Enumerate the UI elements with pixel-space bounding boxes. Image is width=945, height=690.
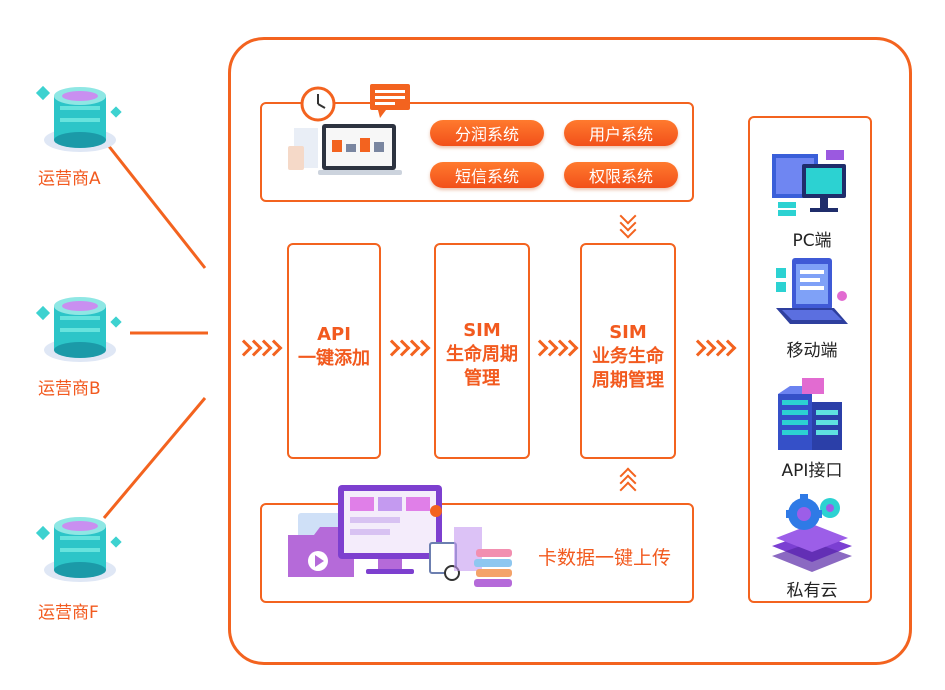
server-cylinder-icon (35, 517, 122, 582)
output-mobile-label: 移动端 (786, 341, 838, 361)
module-sim-business-line3: 周期管理 (592, 370, 664, 391)
system-pill-profit-share: 分润系统 (430, 120, 544, 146)
dashboard-illustration-icon (288, 84, 410, 175)
pc-terminal-icon (772, 150, 846, 216)
module-api-line2: 一键添加 (298, 348, 370, 369)
server-cylinder-icon (35, 297, 122, 362)
chevrons-1-to-2-icon (383, 339, 431, 357)
operator-a-label: 运营商A (38, 169, 101, 189)
top-systems-box: 分润系统 用户系统 短信系统 权限系统 (260, 84, 694, 202)
module-sim-business-line2: 业务生命 (592, 346, 664, 367)
system-pill-permission: 权限系统 (564, 162, 678, 188)
chevrons-3-to-output-icon (689, 339, 737, 357)
output-api-label: API接口 (781, 461, 843, 481)
module-sim-lifecycle-line1: SIM (463, 320, 501, 341)
operator-f-label: 运营商F (38, 603, 99, 623)
card-data-upload-label: 卡数据一键上传 (538, 547, 672, 569)
chevrons-2-to-3-icon (531, 339, 579, 357)
mobile-terminal-icon (776, 258, 848, 324)
output-column: PC端 移动端 API接口 私有云 (748, 116, 872, 603)
module-sim-lifecycle-line3: 管理 (464, 368, 500, 389)
server-cylinder-icon (35, 85, 122, 152)
down-chevrons-icon (618, 207, 638, 239)
private-cloud-icon (772, 494, 852, 572)
operator-a: 运营商A (30, 78, 130, 189)
connector-a (102, 139, 207, 269)
card-data-upload-box: 卡数据一键上传 (260, 485, 694, 603)
api-interface-icon (778, 378, 842, 450)
system-pill-sms: 短信系统 (430, 162, 544, 188)
module-sim-business: SIM 业务生命 周期管理 (580, 243, 676, 459)
module-sim-lifecycle: SIM 生命周期 管理 (434, 243, 530, 459)
connector-f (102, 397, 207, 519)
entry-chevrons-icon (235, 339, 283, 357)
data-upload-illustration-icon (288, 485, 512, 587)
operator-b-label: 运营商B (38, 379, 101, 399)
module-api-line1: API (317, 324, 351, 345)
module-api-add: API 一键添加 (287, 243, 381, 459)
system-pill-user: 用户系统 (564, 120, 678, 146)
operator-b: 运营商B (30, 288, 130, 399)
module-sim-lifecycle-line2: 生命周期 (446, 344, 518, 365)
platform-frame (228, 37, 912, 665)
operator-f: 运营商F (30, 508, 130, 624)
output-private-cloud-label: 私有云 (786, 581, 838, 601)
output-pc-label: PC端 (792, 231, 832, 251)
up-chevrons-icon (618, 467, 638, 499)
module-sim-business-line1: SIM (609, 322, 647, 343)
